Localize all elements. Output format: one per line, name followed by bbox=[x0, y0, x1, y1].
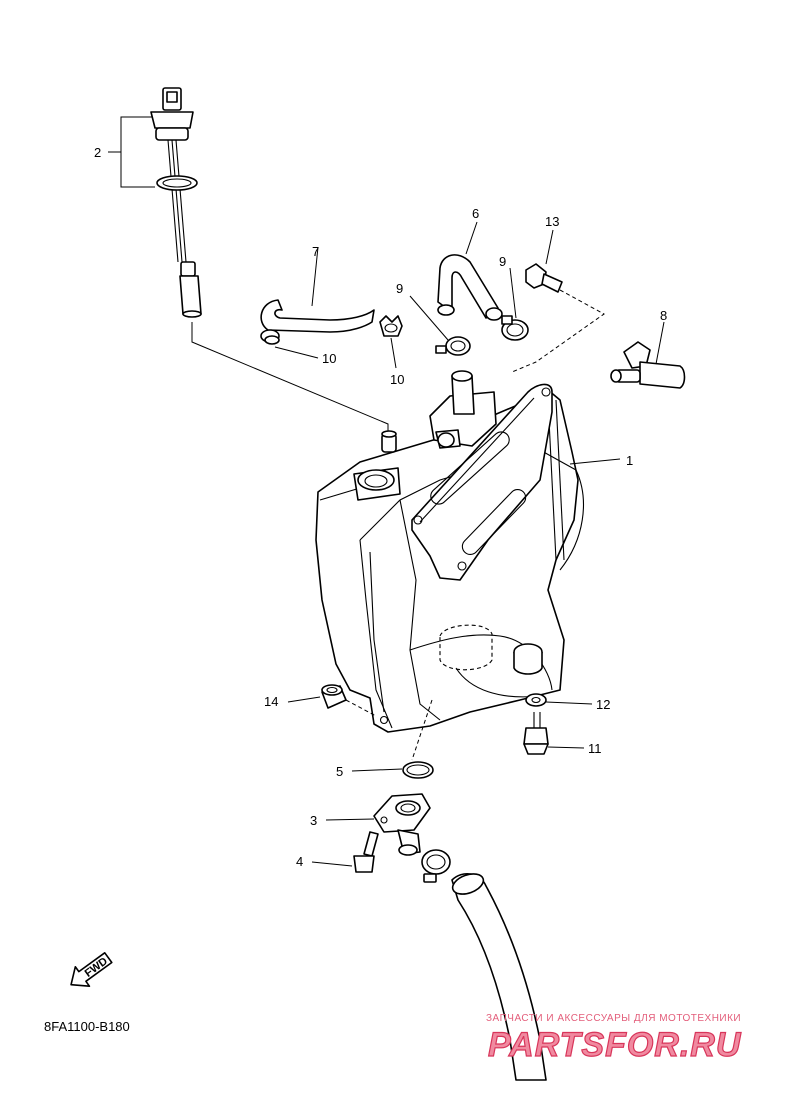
forward-direction-arrow: FWD bbox=[70, 952, 113, 987]
oil-tank-part-1 bbox=[315, 370, 584, 733]
hose-clip-part-10 bbox=[379, 315, 403, 337]
watermark-brand: PARTSFOR.RU bbox=[488, 1026, 742, 1064]
callout-1: 1 bbox=[626, 453, 633, 468]
callout-13: 13 bbox=[545, 214, 559, 229]
callout-2: 2 bbox=[94, 145, 101, 160]
level-sensor-part-2 bbox=[150, 87, 202, 318]
callout-11: 11 bbox=[588, 741, 602, 756]
callout-9a: 9 bbox=[396, 281, 403, 296]
washer-part-12 bbox=[525, 693, 547, 707]
hose-clamp-part-9b bbox=[501, 315, 529, 341]
collar-part-14 bbox=[321, 684, 347, 709]
hose-clamp-part-9a bbox=[435, 336, 471, 356]
outlet-flange-part-3 bbox=[373, 793, 431, 856]
fitting-part-8 bbox=[610, 341, 686, 389]
screw-part-5 bbox=[353, 831, 379, 873]
callout-8: 8 bbox=[660, 308, 667, 323]
callout-14: 14 bbox=[264, 694, 278, 709]
callout-12: 12 bbox=[596, 697, 610, 712]
callout-6: 6 bbox=[472, 206, 479, 221]
hose-clamp-outlet bbox=[421, 849, 451, 883]
callout-7: 7 bbox=[312, 244, 319, 259]
elbow-hose-part-6 bbox=[437, 254, 503, 321]
watermark-logo: ЗАПЧАСТИ И АКСЕССУАРЫ ДЛЯ МОТОТЕХНИКИ PA… bbox=[486, 1013, 742, 1065]
o-ring-part-4 bbox=[402, 761, 434, 779]
drain-bolt-part-11 bbox=[523, 712, 549, 755]
diagram-code: 8FA1100-B180 bbox=[44, 1019, 130, 1034]
callout-3: 3 bbox=[310, 813, 317, 828]
callout-10a: 10 bbox=[322, 351, 336, 366]
outlet-hose bbox=[451, 873, 547, 1081]
watermark-tagline: ЗАПЧАСТИ И АКСЕССУАРЫ ДЛЯ МОТОТЕХНИКИ bbox=[486, 1013, 741, 1024]
callout-10b: 10 bbox=[390, 372, 404, 387]
bolt-part-13 bbox=[525, 263, 563, 293]
callout-4: 5 bbox=[336, 764, 343, 779]
callout-9b: 9 bbox=[499, 254, 506, 269]
callout-5: 4 bbox=[296, 854, 303, 869]
breather-hose-part-7 bbox=[260, 299, 375, 345]
